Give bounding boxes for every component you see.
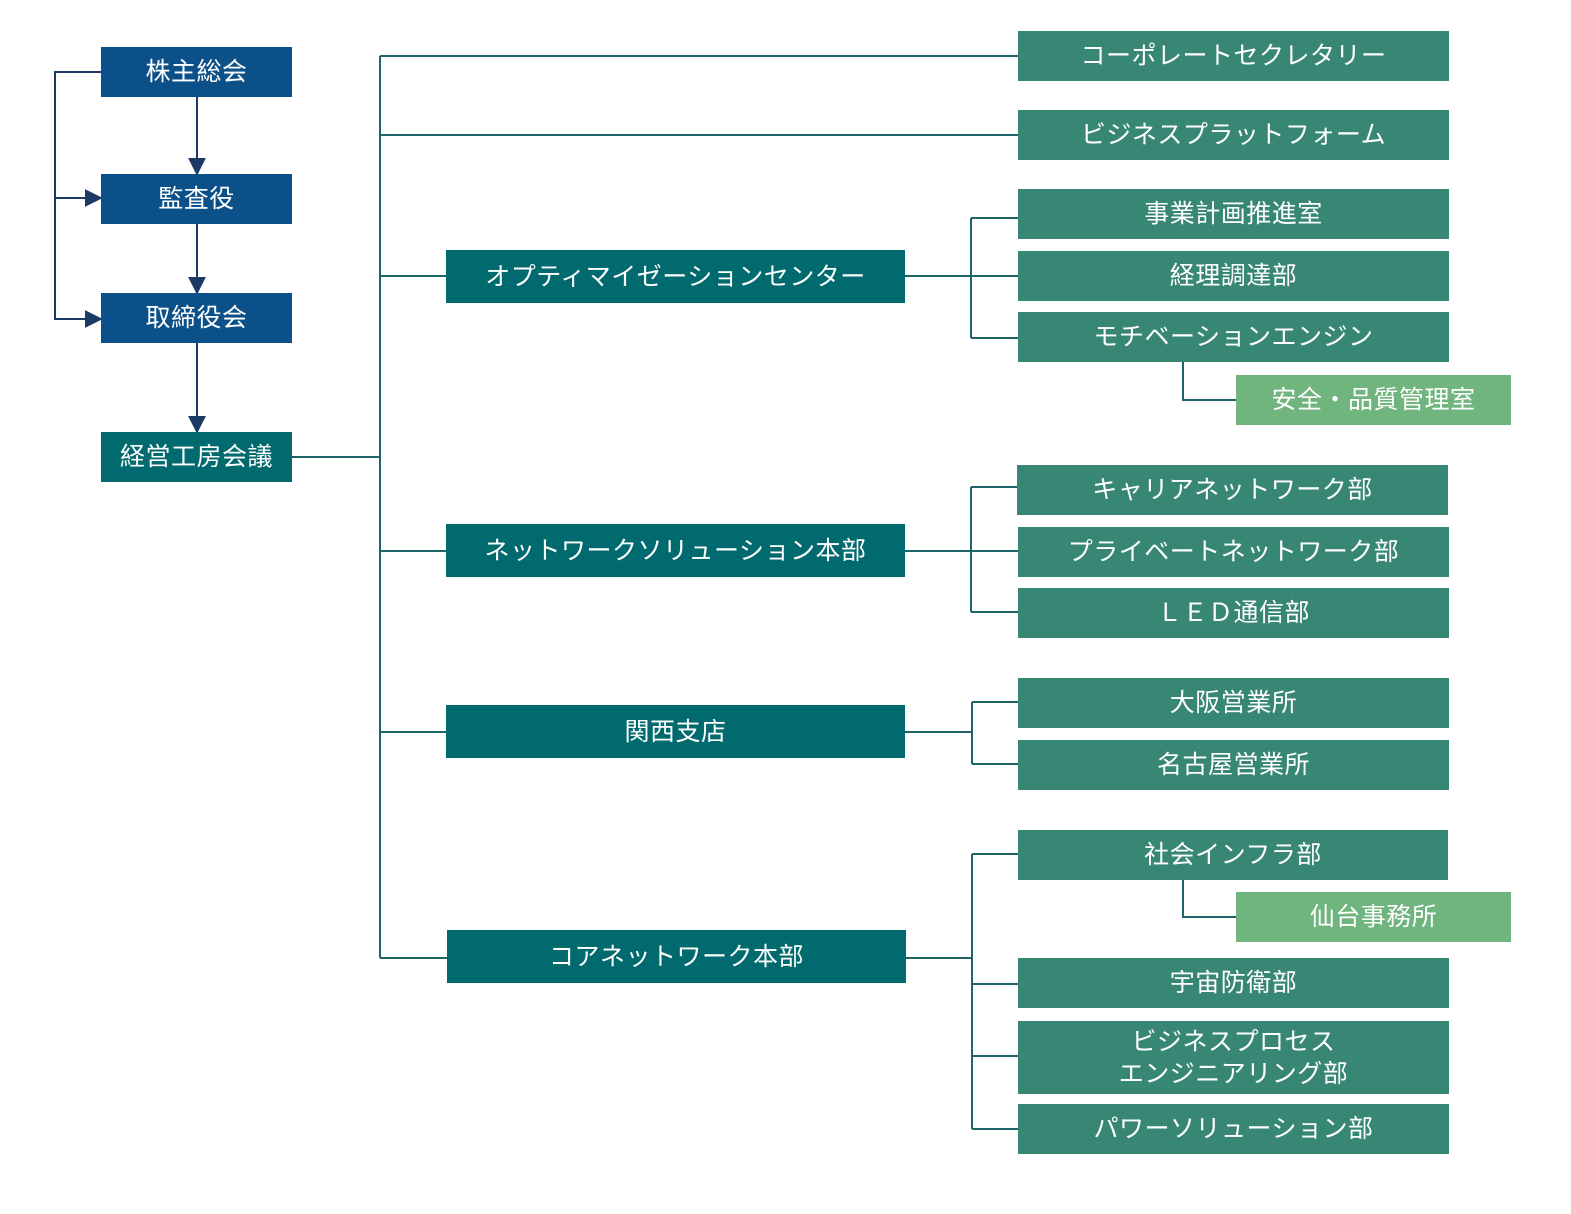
- social-infrastructure-dept-box: 社会インフラ部: [1018, 830, 1448, 880]
- governance-arrows: [54, 71, 206, 434]
- board-of-directors-box: 取締役会: [101, 293, 292, 343]
- core-network-division-box: コアネットワーク本部: [447, 930, 906, 983]
- business-planning-office-box: 事業計画推進室: [1018, 189, 1449, 239]
- power-solution-dept-box: パワーソリューション部: [1018, 1104, 1449, 1154]
- kansai-branch-box: 関西支店: [446, 705, 905, 758]
- org-connectors: [292, 55, 1236, 1130]
- auditor-box: 監査役: [101, 174, 292, 224]
- safety-quality-office-box: 安全・品質管理室: [1236, 375, 1511, 425]
- private-network-dept-box: プライベートネットワーク部: [1018, 527, 1449, 577]
- led-communication-dept-box: ＬＥＤ通信部: [1018, 588, 1449, 638]
- optimization-center-box: オプティマイゼーションセンター: [446, 250, 905, 303]
- network-solution-division-box: ネットワークソリューション本部: [446, 524, 905, 577]
- management-meeting-box: 経営工房会議: [101, 432, 292, 482]
- sendai-office-box: 仙台事務所: [1236, 892, 1511, 942]
- business-platform-box: ビジネスプラットフォーム: [1018, 110, 1449, 160]
- loop-shareholders-left: [54, 71, 101, 320]
- business-process-engineering-dept-box: ビジネスプロセス エンジニアリング部: [1018, 1021, 1449, 1094]
- nagoya-office-box: 名古屋営業所: [1018, 740, 1449, 790]
- space-defense-dept-box: 宇宙防衛部: [1018, 958, 1449, 1008]
- osaka-office-box: 大阪営業所: [1018, 678, 1449, 728]
- shareholders-meeting-box: 株主総会: [101, 47, 292, 97]
- corporate-secretary-box: コーポレートセクレタリー: [1018, 31, 1449, 81]
- accounting-procurement-box: 経理調達部: [1018, 251, 1449, 301]
- carrier-network-dept-box: キャリアネットワーク部: [1017, 465, 1448, 515]
- motivation-engine-box: モチベーションエンジン: [1018, 312, 1449, 362]
